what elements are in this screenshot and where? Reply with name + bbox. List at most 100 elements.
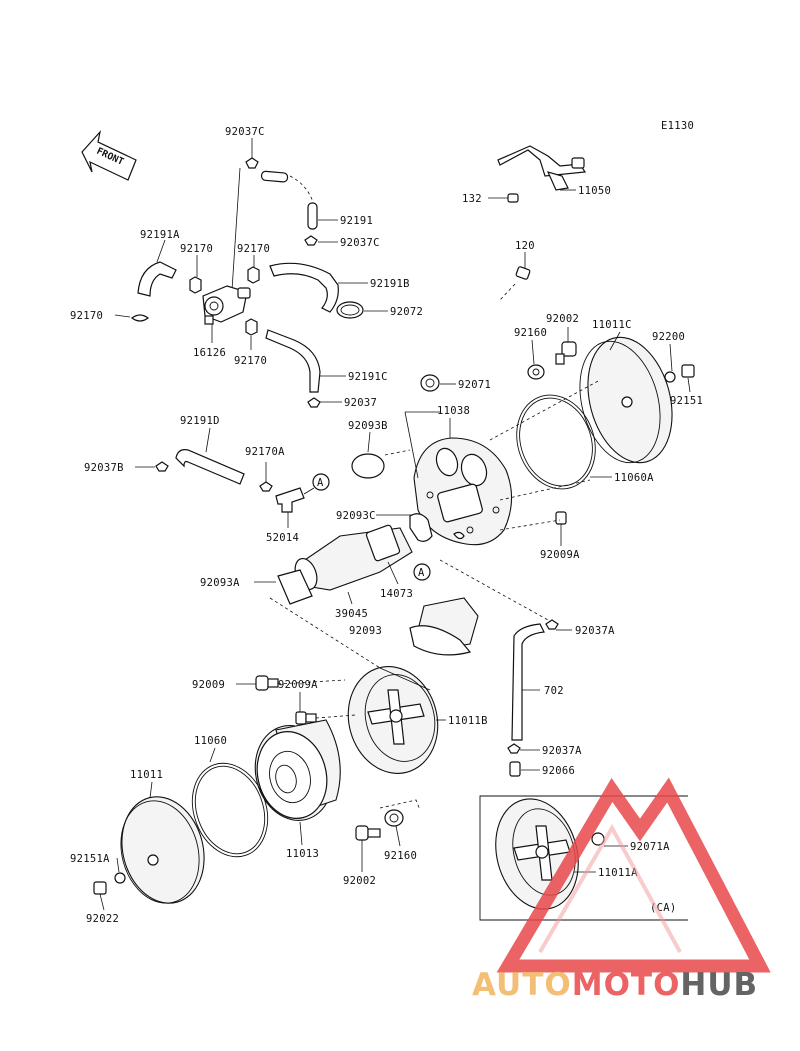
bracket-11050 — [488, 145, 587, 203]
label-92160-a: 92160 — [514, 327, 547, 339]
cover-11011B — [347, 666, 439, 774]
spacer-92160-lower — [384, 809, 404, 827]
label-702: 702 — [544, 685, 564, 697]
label-11011A: 11011A — [598, 867, 638, 879]
callout-a-1 — [312, 473, 330, 491]
label-92037A-a: 92037A — [575, 625, 615, 637]
joint-52014 — [275, 487, 305, 513]
gasket-92093B — [351, 453, 385, 479]
cover-11011 — [120, 796, 205, 904]
label-92022: 92022 — [86, 913, 119, 925]
label-92009: 92009 — [192, 679, 225, 691]
label-92170A: 92170A — [245, 446, 285, 458]
label-92191C: 92191C — [348, 371, 388, 383]
clamp-icon — [247, 266, 260, 284]
bolt-92002-lower — [355, 825, 381, 841]
clamp-icon — [245, 318, 258, 336]
label-92093B: 92093B — [348, 420, 388, 432]
label-92072: 92072 — [390, 306, 423, 318]
label-92009A-b: 92009A — [278, 679, 318, 691]
label-11060: 11060 — [194, 735, 227, 747]
filter-11013 — [254, 719, 341, 821]
drain-hose-702 — [507, 619, 559, 777]
label-92093C: 92093C — [336, 510, 376, 522]
label-92066: 92066 — [542, 765, 575, 777]
label-92002-a: 92002 — [546, 313, 579, 325]
oring-11060A — [516, 394, 596, 490]
bolt-120 — [499, 252, 531, 301]
label-92170-b: 92170 — [237, 243, 270, 255]
grommet-92071 — [420, 374, 440, 392]
gasket-92093A — [277, 569, 313, 605]
label-39045: 39045 — [335, 608, 368, 620]
label-92071: 92071 — [458, 379, 491, 391]
label-92151A: 92151A — [70, 853, 110, 865]
label-92191: 92191 — [340, 215, 373, 227]
label-52014: 52014 — [266, 532, 299, 544]
clamp-icon — [155, 461, 169, 472]
label-11011C: 11011C — [592, 319, 632, 331]
duct-14073 — [294, 524, 413, 591]
label-92009A-a: 92009A — [540, 549, 580, 561]
label-92191A: 92191A — [140, 229, 180, 241]
label-92037: 92037 — [344, 397, 377, 409]
label-16126: 16126 — [193, 347, 226, 359]
bolt-92009 — [255, 675, 279, 691]
drain-plug — [509, 761, 521, 777]
clamp-icon — [259, 481, 273, 492]
boot-92093 — [409, 597, 479, 656]
label-11011: 11011 — [130, 769, 163, 781]
label-92093: 92093 — [349, 625, 382, 637]
label-92191B: 92191B — [370, 278, 410, 290]
gasket-92093C — [409, 513, 433, 542]
label-14073: 14073 — [380, 588, 413, 600]
automotohub-watermark: AUTOMOTOHUB — [472, 777, 771, 1003]
watermark-logo-icon — [496, 777, 771, 973]
label-92170-a: 92170 — [180, 243, 213, 255]
part-labels: 92037C 92191 92037C 92191A 92170 92170 9… — [70, 126, 703, 925]
washer-92200 — [664, 371, 676, 383]
label-120: 120 — [515, 240, 535, 252]
bolt-92009A — [555, 511, 567, 525]
label-92037A-b: 92037A — [542, 745, 582, 757]
label-11060A: 11060A — [614, 472, 654, 484]
clamp-icon — [245, 157, 259, 169]
label-92170-c: 92170 — [70, 310, 103, 322]
washer-92022 — [114, 872, 126, 884]
callout-a-2 — [413, 563, 431, 581]
label-11011B: 11011B — [448, 715, 488, 727]
label-92170-d: 92170 — [234, 355, 267, 367]
clamp-icon — [545, 619, 559, 630]
label-92071A: 92071A — [630, 841, 670, 853]
label-11038: 11038 — [437, 405, 470, 417]
label-92093A: 92093A — [200, 577, 240, 589]
label-92037C: 92037C — [225, 126, 265, 138]
label-92037B: 92037B — [84, 462, 124, 474]
bolt-92002 — [555, 341, 577, 365]
breather-hoses — [114, 138, 388, 408]
clip-ring — [336, 301, 364, 319]
watermark-text: AUTOMOTOHUB — [472, 967, 758, 1003]
label-92151: 92151 — [670, 395, 703, 407]
label-92160-b: 92160 — [384, 850, 417, 862]
label-92002-b: 92002 — [343, 875, 376, 887]
label-92037C-b: 92037C — [340, 237, 380, 249]
clamp-icon — [130, 314, 150, 322]
callout-a-label-2: A — [418, 567, 425, 579]
cover-11011C — [579, 336, 673, 464]
label-11050: 11050 — [578, 185, 611, 197]
bolt-92151A — [93, 881, 107, 895]
label-92191D: 92191D — [180, 415, 220, 427]
clamp-icon — [507, 743, 521, 754]
hose-92191D — [175, 449, 245, 485]
oring-11060 — [191, 762, 269, 858]
label-132: 132 — [462, 193, 482, 205]
diagram-code: E1130 — [661, 120, 694, 132]
bolt-92151 — [681, 364, 695, 378]
valve-16126 — [202, 285, 251, 325]
clamp-icon — [304, 235, 318, 246]
backing-plate-11038 — [413, 437, 513, 546]
clamp-icon — [189, 276, 202, 294]
